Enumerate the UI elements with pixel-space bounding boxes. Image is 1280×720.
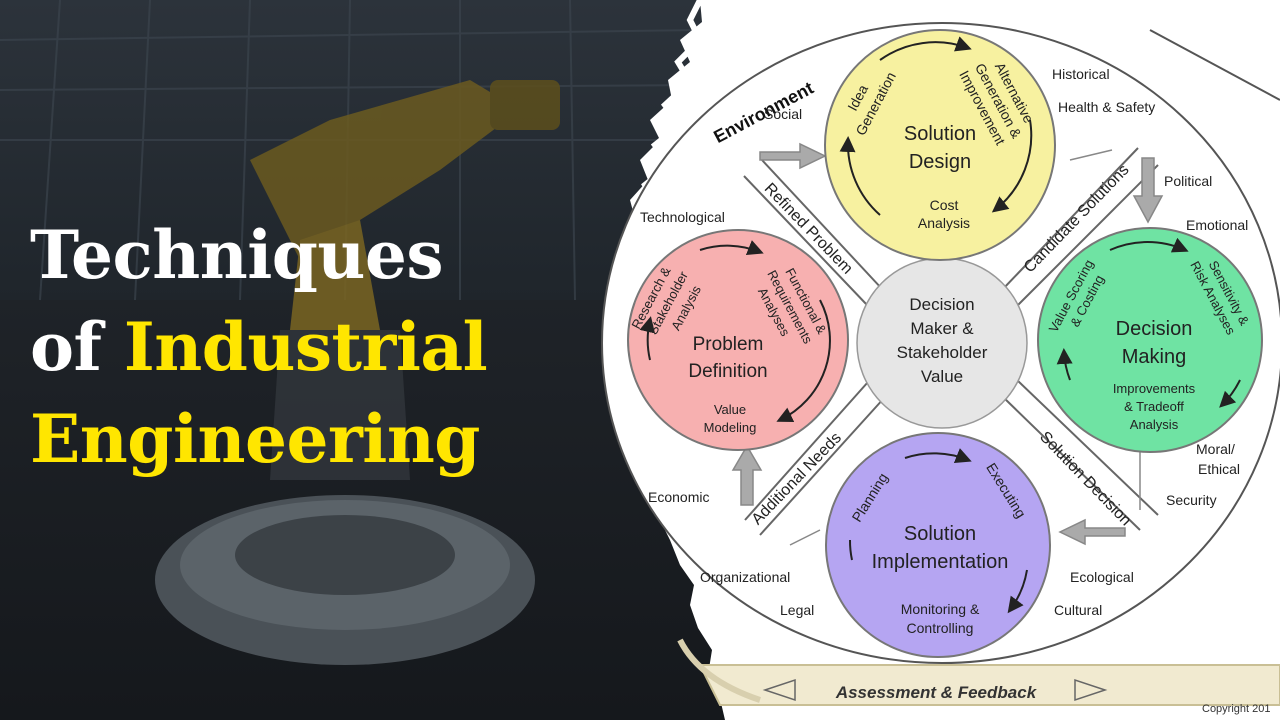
- solution-implementation-circle: Solution Implementation Planning Executi…: [825, 432, 1051, 658]
- factor-security: Security: [1166, 492, 1217, 508]
- dm-title-2: Making: [1122, 346, 1186, 368]
- pd-title-2: Definition: [688, 361, 767, 382]
- dm-improve-1: Improvements: [1113, 381, 1196, 396]
- factor-cultural: Cultural: [1054, 602, 1102, 618]
- title-word-industrial: Industrial: [124, 308, 488, 386]
- title-line-2: of Industrial: [30, 314, 488, 380]
- si-monitor-2: Controlling: [907, 620, 974, 636]
- sd-title-1: Solution: [904, 123, 976, 145]
- center-line-2: Maker &: [910, 319, 974, 338]
- dm-title-1: Decision: [1116, 318, 1193, 340]
- factor-economic: Economic: [648, 489, 709, 505]
- factor-legal: Legal: [780, 602, 814, 618]
- flow-arrows: [731, 142, 1164, 546]
- center-line-3: Stakeholder: [897, 343, 988, 362]
- spokes: [743, 147, 1159, 536]
- si-title-1: Solution: [904, 523, 976, 545]
- dm-improve-3: Analysis: [1130, 417, 1179, 432]
- factor-historical: Historical: [1052, 66, 1110, 82]
- center-line-4: Value: [921, 367, 963, 386]
- title-line-3: Engineering: [30, 406, 480, 472]
- dm-improve-2: & Tradeoff: [1124, 399, 1184, 414]
- feedback-band: Assessment & Feedback Copyright 201: [677, 638, 1280, 715]
- factor-organizational: Organizational: [700, 569, 790, 585]
- factor-political: Political: [1164, 173, 1212, 189]
- title-word-techniques: Techniques: [30, 216, 444, 294]
- copyright-label: Copyright 201: [1202, 703, 1271, 715]
- sd-cost-1: Cost: [930, 197, 959, 213]
- factor-ecological: Ecological: [1070, 569, 1134, 585]
- title-word-engineering: Engineering: [30, 400, 480, 478]
- factor-emotional: Emotional: [1186, 217, 1248, 233]
- decision-making-circle: Decision Making Value Scoring & Costing …: [1037, 227, 1263, 453]
- factor-moral-1: Moral/: [1196, 441, 1235, 457]
- torn-edge-overlay: [0, 0, 720, 720]
- solution-design-circle: Solution Design Idea Generation Alternat…: [824, 29, 1056, 261]
- pd-value-2: Modeling: [704, 420, 757, 435]
- sd-title-2: Design: [909, 151, 971, 173]
- sd-cost-2: Analysis: [918, 215, 970, 231]
- center-line-1: Decision: [909, 295, 974, 314]
- environment-factors: Social Historical Health & Safety Politi…: [640, 66, 1248, 618]
- feedback-label: Assessment & Feedback: [835, 683, 1038, 702]
- factor-moral-2: Ethical: [1198, 461, 1240, 477]
- si-monitor-1: Monitoring &: [901, 601, 980, 617]
- factor-social: Social: [764, 106, 802, 122]
- factor-technological: Technological: [640, 209, 725, 225]
- title-word-of: of: [30, 308, 102, 386]
- factor-health-safety: Health & Safety: [1058, 99, 1155, 115]
- pd-value-1: Value: [714, 402, 746, 417]
- title-line-1: Techniques: [30, 222, 444, 288]
- problem-definition-circle: Problem Definition Research & Stakeholde…: [627, 229, 849, 451]
- pd-title-1: Problem: [693, 334, 764, 355]
- si-title-2: Implementation: [872, 551, 1009, 573]
